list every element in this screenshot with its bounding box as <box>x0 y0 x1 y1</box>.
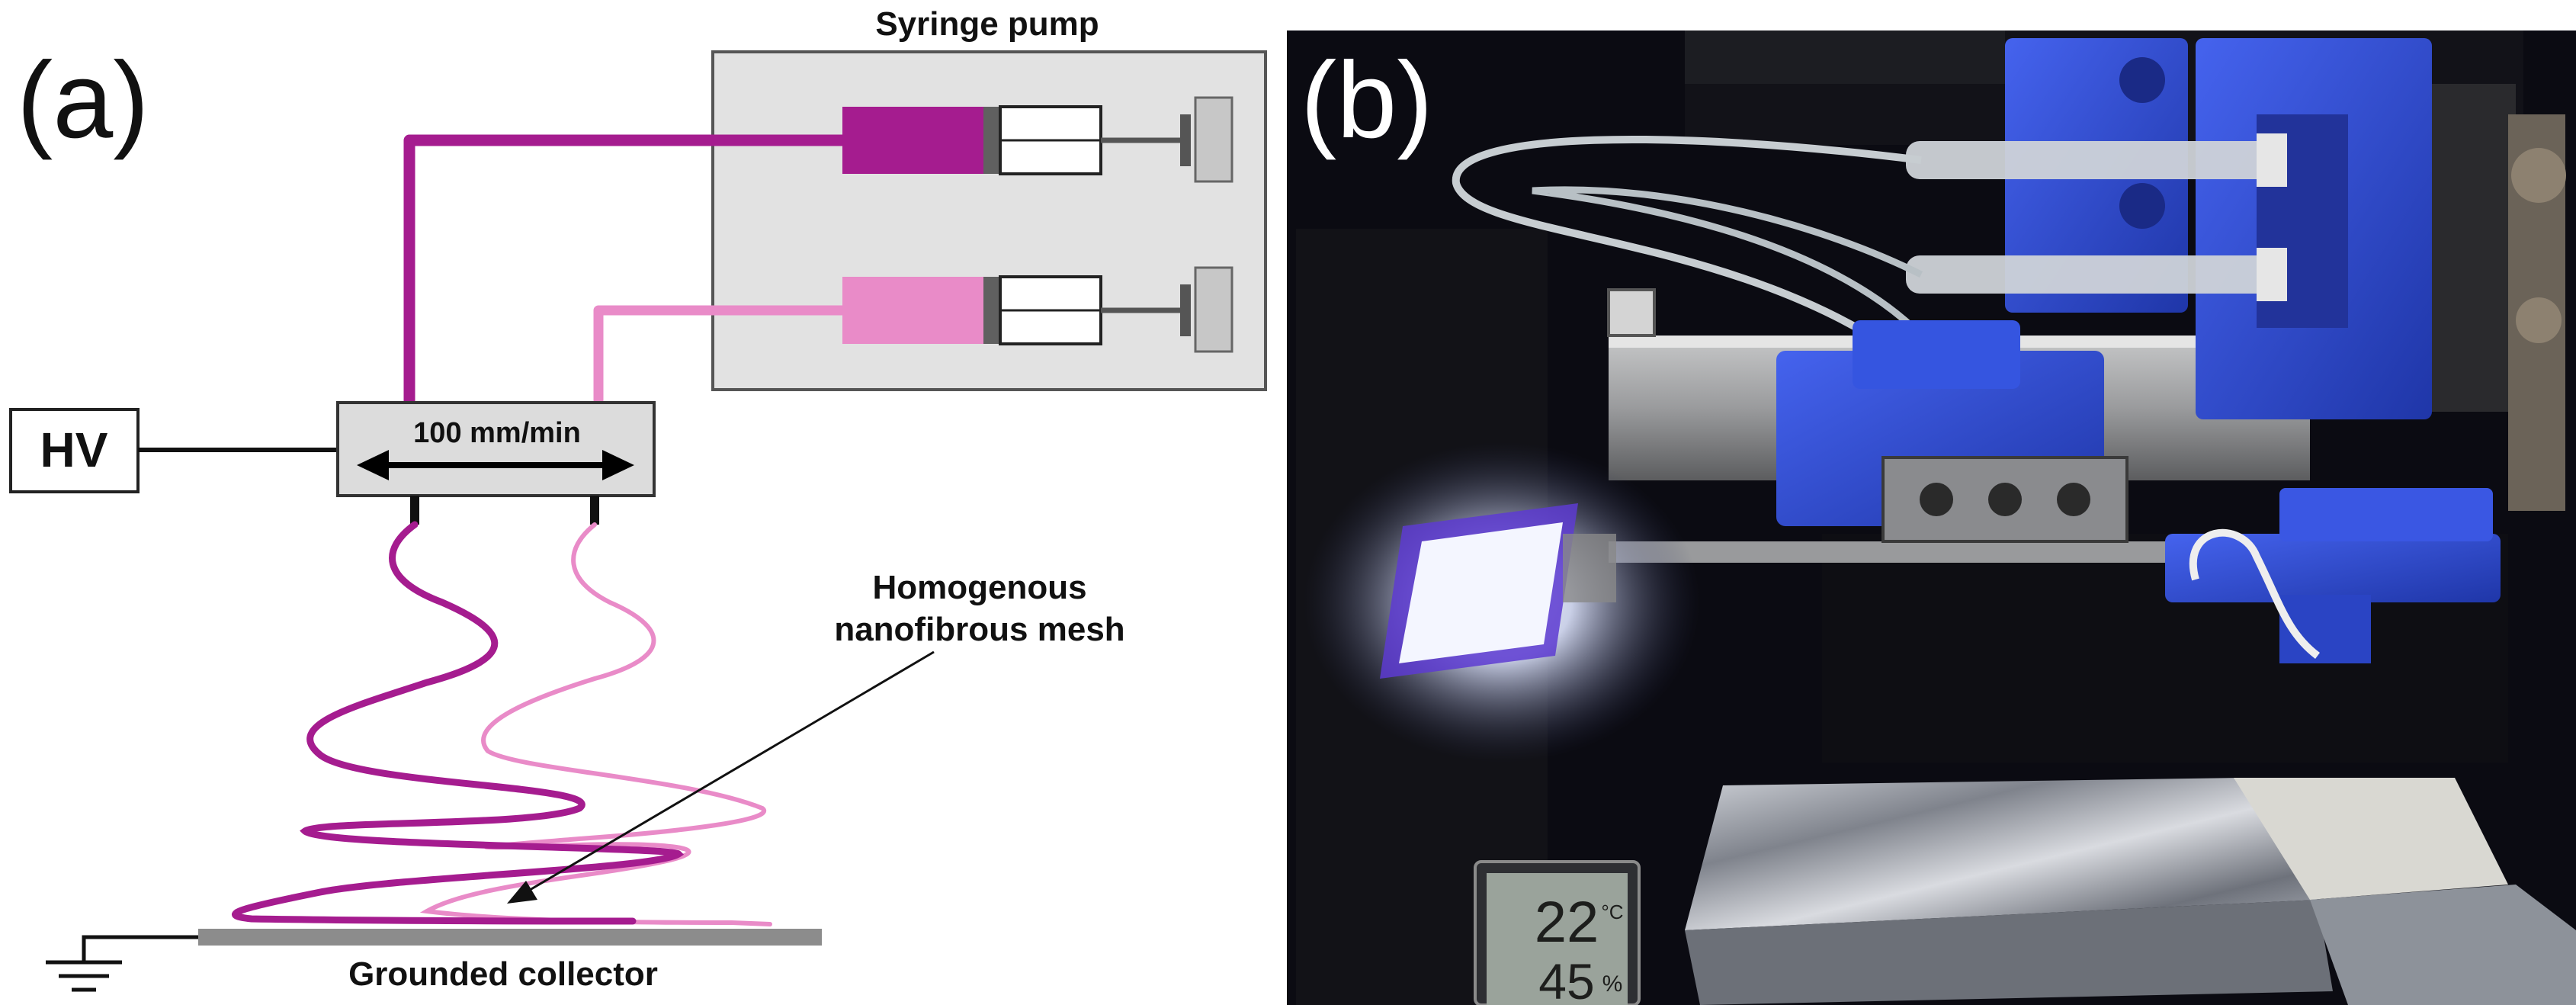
syringe-light-plunger-seal <box>983 277 1000 344</box>
guide-rod <box>1609 541 2203 563</box>
syringe-dark-plunger-seal <box>983 107 1000 174</box>
syringe-light-solution <box>842 277 983 344</box>
syringe-dark-solution <box>842 107 983 174</box>
fiber-jet-light <box>419 522 772 926</box>
syringes-photo <box>1906 133 2287 301</box>
tubing-photo-1 <box>1452 136 1955 400</box>
grounded-collector <box>198 929 822 946</box>
panel-b-label: (b) <box>1301 40 1433 161</box>
tubing-light <box>593 305 842 404</box>
hygrometer-humidity-unit: % <box>1602 971 1623 997</box>
syringe-pump-mount <box>2005 38 2432 419</box>
stage-motion-arrow <box>357 450 634 480</box>
syringe-dark <box>842 96 1233 183</box>
syringe-light <box>842 266 1233 353</box>
syringe-dark-pusher <box>1194 96 1233 183</box>
panel-b-photo: 22 °C 45 % (b) <box>1287 31 2576 1005</box>
collector-label: Grounded collector <box>348 955 658 993</box>
hv-box <box>9 408 140 493</box>
lamp-photo <box>1304 442 1700 763</box>
syringe-pump-label: Syringe pump <box>875 5 1099 43</box>
syringe-light-pusher <box>1194 266 1233 353</box>
fiber-jet-dark <box>231 521 685 925</box>
hygrometer-photo: 22 °C 45 % <box>1474 860 1641 1005</box>
ground-symbol <box>46 935 198 992</box>
spinneret-stage <box>336 401 656 497</box>
hygrometer-temperature: 22 <box>1535 890 1599 955</box>
mesh-label-line1: Homogenous <box>872 569 1086 606</box>
hv-label: HV <box>40 422 108 477</box>
panel-a-label: (a) <box>17 40 149 161</box>
mesh-pointer-arrow <box>507 650 935 904</box>
hygrometer-humidity: 45 <box>1538 953 1594 1005</box>
mesh-label-line2: nanofibrous mesh <box>834 611 1124 648</box>
hygrometer-temperature-unit: °C <box>1601 901 1623 923</box>
tubing-dark <box>403 134 842 404</box>
needle-dark <box>410 496 419 525</box>
right-bracket-photo <box>2165 488 2501 663</box>
stage-speed-label: 100 mm/min <box>413 417 581 449</box>
spinneret-carriage-photo <box>1776 320 2128 543</box>
panel-a-schematic: (a) Syringe pump HV <box>9 5 1267 993</box>
needle-light <box>590 496 599 525</box>
foil-collector-photo <box>1685 778 2576 1005</box>
